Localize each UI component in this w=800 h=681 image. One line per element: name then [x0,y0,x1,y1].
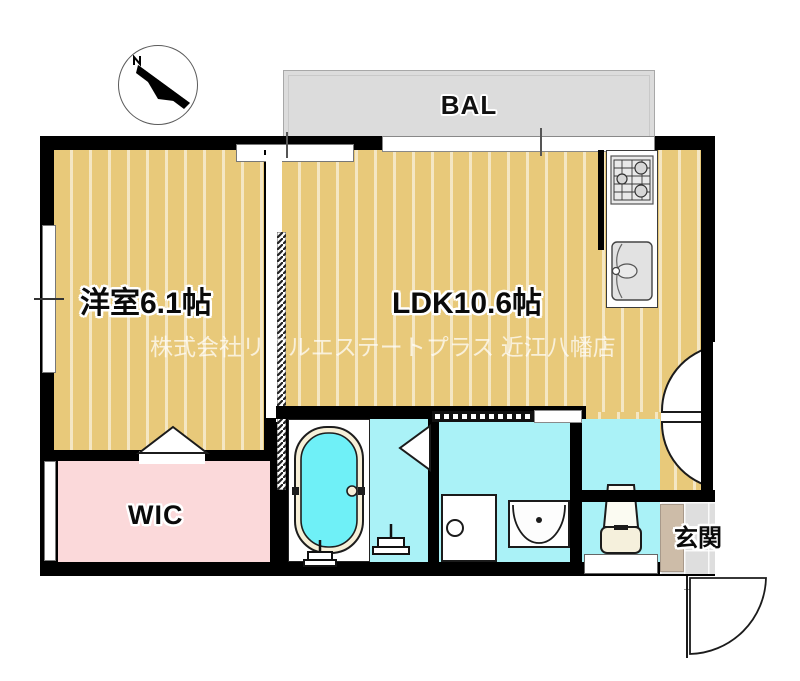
wic-west-opening-frame [44,461,56,561]
bath-door-folding-icon [398,424,431,472]
bathtub-icon [292,426,365,554]
washing-machine-icon [441,494,497,562]
room-floor-yoshitsu [54,150,264,450]
window-yoshitsu-west-mullion [34,298,64,300]
genkan-step [660,504,684,572]
balcony-label: BAL [440,90,498,120]
wall-kitchen-stub [598,150,604,250]
window-ldk-north [382,136,655,152]
room-floor-wic [58,460,270,562]
east-wall-notch [713,342,719,502]
compass-north-arrow-icon [133,55,190,109]
window-yoshitsu-north-mullion [286,132,288,158]
washroom-door-opening [534,410,582,423]
window-yoshitsu-north [236,144,354,162]
gas-stove-icon [610,155,654,205]
room-label-yoshitsu: 洋室6.1帖 [80,287,212,320]
wall-bath-east [428,418,439,488]
balcony-inner-edge [288,75,650,140]
bath-faucet-icon [303,540,337,567]
front-door-swing-icon [689,577,767,655]
wash-basin-icon [508,500,570,548]
room-label-ldk: LDK10.6帖 [392,287,543,320]
washroom-sliding-door-icon [432,411,534,422]
shower-faucet-icon [372,524,410,555]
folding-door-icon [136,425,210,454]
room-label-genkan: 玄関 [674,525,722,552]
room-label-wic: WIC [128,500,184,530]
wic-west-opening [44,461,56,561]
watermark-text: 株式会社リアルエステートプラス 近江八幡店 [150,334,616,360]
sliding-door-icon [277,232,286,490]
wic-door-opening [139,451,205,464]
toilet-base-shelf [584,554,658,574]
wall-genkan-north [570,490,715,502]
kitchen-sink-icon [611,241,653,301]
room-floor-genkan-tile-2 [684,502,715,574]
wall-partition-lower [264,418,276,452]
wall-east-exterior [701,136,715,576]
front-door-hinge [686,576,688,658]
window-ldk-north-mullion [540,128,542,156]
